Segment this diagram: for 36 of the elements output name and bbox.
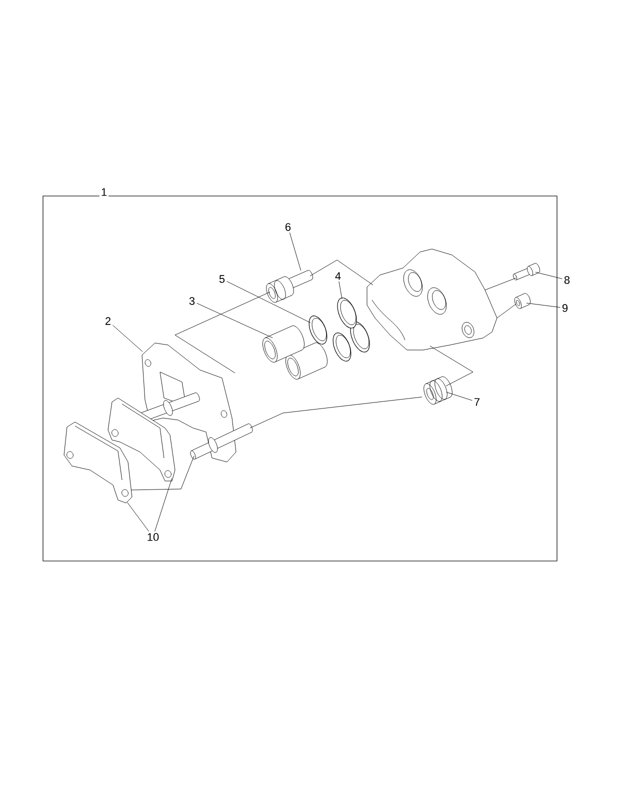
callout-number: 4 (335, 272, 341, 280)
leader-line (289, 232, 302, 271)
guide-pin-drawing (266, 270, 314, 303)
assembly-line (496, 304, 516, 318)
brake-pad-drawing (64, 422, 132, 504)
callout-number: 8 (564, 276, 570, 284)
boot-drawing (424, 376, 452, 405)
assembly-line (174, 292, 270, 374)
leader-line (226, 281, 311, 324)
piston-drawing (262, 325, 305, 363)
cap-drawing (514, 293, 531, 309)
leader-line (127, 502, 150, 532)
assembly-line (430, 346, 474, 386)
bleeder-screw-drawing (512, 263, 540, 280)
callout-number: 2 (106, 317, 110, 325)
assembly-line (130, 456, 194, 490)
leader-line (535, 272, 562, 280)
leader-line (338, 281, 342, 299)
callout-number: 1 (99, 186, 109, 198)
leader-line (446, 392, 472, 401)
callout-number: 7 (474, 398, 480, 406)
leader-line (526, 302, 560, 308)
seal-ring-drawing (337, 298, 357, 328)
assembly-line (310, 260, 374, 286)
callout-number: 5 (219, 275, 225, 283)
leader-line (154, 478, 172, 532)
caliper-drawing (366, 248, 498, 350)
leader-line (112, 325, 143, 352)
callout-number: 3 (189, 297, 195, 305)
callout-number: 6 (286, 223, 291, 231)
assembly-line (484, 278, 516, 290)
leader-line (196, 302, 273, 338)
assembly-line (250, 396, 422, 428)
callout-number: 9 (562, 304, 568, 312)
seal-ring-drawing (308, 316, 328, 344)
callout-number: 10 (148, 533, 159, 541)
